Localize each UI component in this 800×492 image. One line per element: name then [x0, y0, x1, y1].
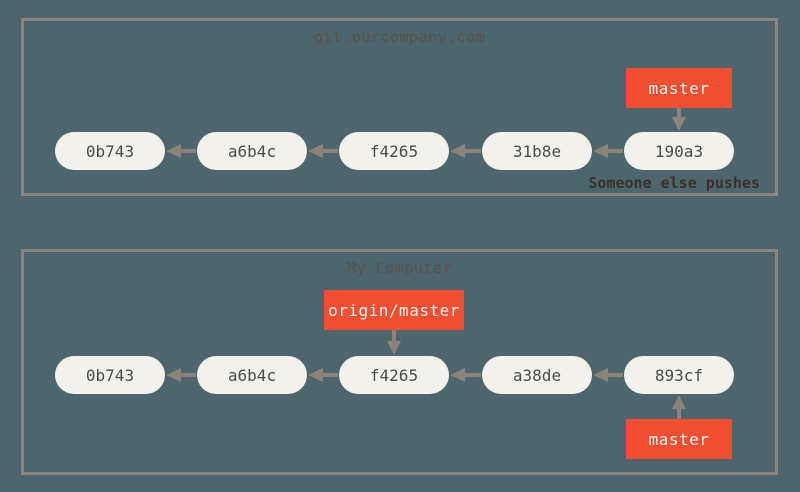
local-repo-title: My Computer: [347, 259, 452, 277]
branch-label-origin-master: origin/master: [324, 290, 464, 330]
commit-node: 190a3: [624, 132, 734, 170]
commit-node: 0b743: [55, 356, 165, 394]
commit-node: f4265: [339, 356, 449, 394]
remote-repo-box: git.ourcompany.com Someone else pushes: [21, 18, 778, 196]
remote-repo-title: git.ourcompany.com: [313, 28, 486, 46]
branch-label-master-remote: master: [626, 68, 732, 108]
annotation-someone-else-pushes: Someone else pushes: [588, 174, 760, 192]
commit-node: f4265: [339, 132, 449, 170]
commit-node: 31b8e: [482, 132, 592, 170]
commit-node: a6b4c: [197, 132, 307, 170]
commit-node: 0b743: [55, 132, 165, 170]
branch-label-master-local: master: [626, 419, 732, 459]
local-repo-box: My Computer: [21, 249, 778, 475]
commit-node: 893cf: [624, 356, 734, 394]
commit-node: a38de: [482, 356, 592, 394]
commit-node: a6b4c: [197, 356, 307, 394]
